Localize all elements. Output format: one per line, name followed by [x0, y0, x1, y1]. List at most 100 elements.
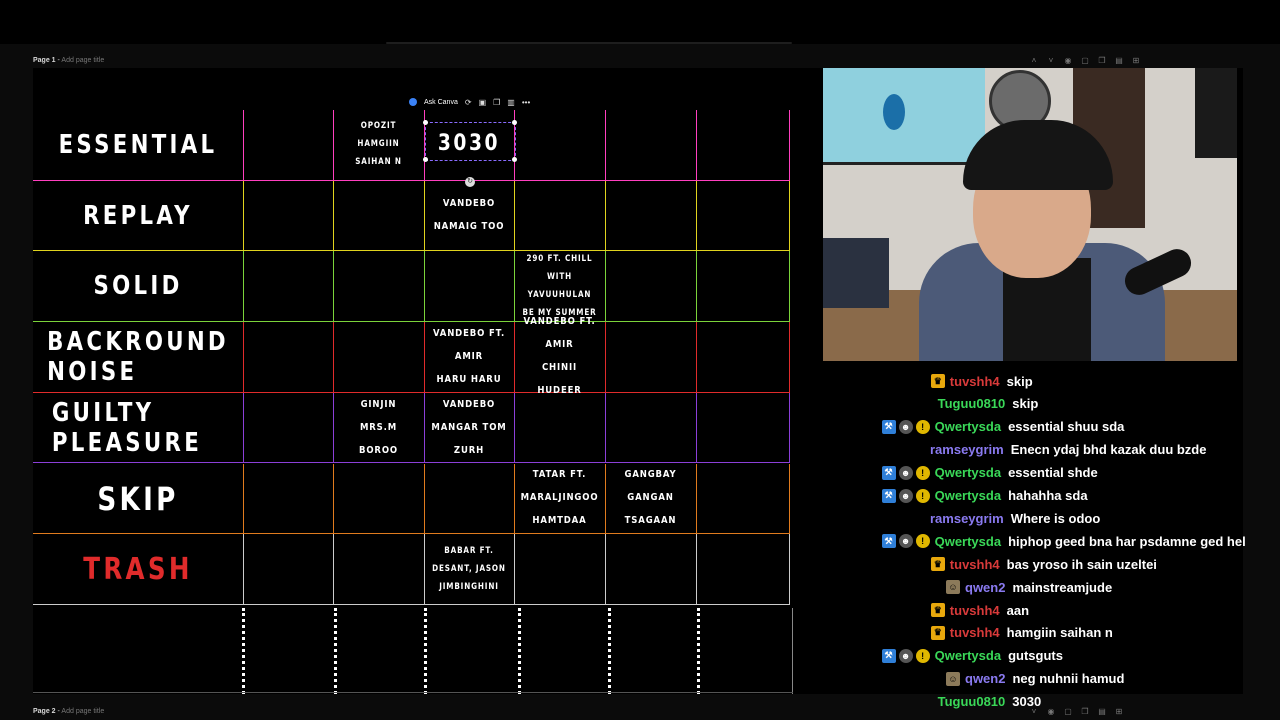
tier-entry-essential-c3[interactable]: 3030 — [437, 131, 501, 157]
tier-entry-guilty-c3[interactable]: VANDEBO MANGAR TOM ZURH — [431, 398, 507, 456]
refresh-icon[interactable]: ⟳ — [464, 97, 472, 107]
bits-badge-icon[interactable]: ! — [915, 465, 930, 480]
page-1-label[interactable]: Page 1 - Add page title — [33, 57, 105, 64]
more-icon[interactable]: ••• — [521, 97, 531, 107]
prime-badge-icon[interactable]: ⚒ — [881, 648, 896, 663]
chat-username[interactable]: ramseygrim — [930, 442, 1004, 458]
prime-badge-icon[interactable]: ⚒ — [881, 419, 896, 434]
page-1-tools: ˄ ˅ ◉ ▢ ❐ ▤ ⊞ — [1030, 56, 1140, 66]
tier-entry-guilty-c2[interactable]: GINJIN MRS.M BOROO — [359, 398, 398, 456]
tier-label-solid[interactable]: SOLID — [93, 271, 183, 302]
bits-badge-icon[interactable]: ! — [915, 534, 930, 549]
tier-cell-divider — [514, 180, 515, 252]
ask-canva-button[interactable]: Ask Canva — [424, 98, 458, 106]
crown-badge-icon[interactable]: ♛ — [930, 625, 945, 640]
add-page-icon[interactable]: ⊞ — [1115, 707, 1123, 716]
sub-badge-icon[interactable]: ☻ — [898, 488, 913, 503]
sub-badge-icon[interactable]: ☻ — [898, 419, 913, 434]
rotate-icon[interactable]: ↻ — [465, 177, 475, 187]
chat-username[interactable]: tuvshh4 — [949, 602, 1000, 618]
resize-handle-tl[interactable] — [423, 120, 428, 125]
sub-badge-icon[interactable]: ☻ — [898, 465, 913, 480]
tier-entry-essential-c2[interactable]: OPOZIT HAMGIIN SAIHAN N — [355, 121, 402, 168]
canvas-bottom-edge — [33, 692, 793, 693]
chat-username[interactable]: qwen2 — [965, 671, 1006, 687]
page-2-label[interactable]: Page 2 - Add page title — [33, 708, 105, 715]
tier-entry-skip-c4[interactable]: TATAR FT. MARALJINGOO HAMTDAA — [520, 469, 599, 527]
add-page-icon[interactable]: ⊞ — [1132, 56, 1140, 65]
tier-entry-noise-c4[interactable]: VANDEBO FT. AMIR CHINII HUDEER — [523, 316, 596, 396]
sub-badge-icon[interactable]: ☻ — [898, 534, 913, 549]
chat-badges: ⚒☻! — [881, 648, 930, 663]
lock-icon[interactable]: ▢ — [1064, 707, 1072, 716]
chat-username[interactable]: tuvshh4 — [949, 373, 1000, 389]
tier-label-essential[interactable]: ESSENTIAL — [58, 130, 218, 160]
top-bar-handle[interactable] — [386, 42, 792, 44]
tier-label-replay[interactable]: REPLAY — [83, 200, 193, 231]
tier-label-guilty[interactable]: GUILTY PLEASURE — [51, 397, 203, 458]
crown-badge-icon[interactable]: ♛ — [930, 374, 945, 388]
tier-cell-divider — [424, 251, 425, 323]
tier-entry-skip-c5[interactable]: GANGBAY GANGAN TSAGAAN — [624, 469, 677, 527]
prime-badge-icon[interactable]: ⚒ — [881, 534, 896, 549]
dotted-divider — [334, 608, 337, 694]
bits-badge-icon[interactable]: ! — [915, 648, 930, 663]
copy-icon[interactable]: ❐ — [493, 97, 501, 107]
avatar-badge-icon[interactable]: ☺ — [946, 580, 960, 595]
lock-icon[interactable]: ▢ — [1081, 56, 1089, 65]
eye-icon[interactable]: ◉ — [1047, 707, 1055, 716]
chat-username[interactable]: Qwertysda — [934, 533, 1002, 549]
resize-handle-br[interactable] — [512, 157, 517, 162]
tier-entry-noise-c3[interactable]: VANDEBO FT. AMIR HARU HARU — [432, 327, 506, 385]
chat-username[interactable]: tuvshh4 — [949, 556, 1000, 572]
eye-icon[interactable]: ◉ — [1064, 56, 1072, 65]
duplicate-icon[interactable]: ❐ — [1081, 707, 1089, 716]
lock-icon[interactable]: ▣ — [478, 97, 487, 107]
delete-icon[interactable]: ▥ — [507, 97, 515, 107]
crown-badge-icon[interactable]: ♛ — [930, 603, 945, 617]
chevron-down-icon[interactable]: ˅ — [1048, 56, 1054, 65]
tier-label-noise[interactable]: BACKROUND NOISE — [47, 327, 229, 388]
page-2-add-title[interactable]: Add page title — [61, 708, 105, 715]
sub-badge-icon[interactable]: ☻ — [898, 648, 913, 663]
page-2-number: Page 2 — [33, 708, 56, 715]
chat-username[interactable]: Qwertysda — [934, 419, 1002, 435]
tier-label-skip[interactable]: SKIP — [97, 479, 179, 518]
crown-badge-icon[interactable]: ♛ — [930, 557, 945, 572]
chat-username[interactable]: Qwertysda — [934, 488, 1002, 503]
trash-icon[interactable]: ▤ — [1098, 707, 1106, 716]
chat-username[interactable]: Qwertysda — [934, 648, 1002, 664]
resize-handle-bl[interactable] — [423, 157, 428, 162]
chat-username[interactable]: tuvshh4 — [949, 625, 1000, 641]
tier-row-divider — [33, 321, 789, 323]
chat-username[interactable]: Tuguu0810 — [937, 396, 1006, 412]
trash-icon[interactable]: ▤ — [1115, 56, 1123, 65]
tier-cell-divider — [243, 392, 244, 464]
avatar-badge-icon[interactable]: ☺ — [946, 671, 960, 686]
tier-cell-divider — [333, 251, 334, 323]
prime-badge-icon[interactable]: ⚒ — [881, 465, 896, 480]
tier-cell-divider — [696, 463, 697, 535]
bits-badge-icon[interactable]: ! — [915, 419, 930, 434]
tier-cell-divider — [243, 180, 244, 252]
page-1-add-title[interactable]: Add page title — [61, 57, 105, 64]
chevron-up-icon[interactable]: ˄ — [1031, 56, 1037, 65]
selection-box[interactable] — [425, 122, 516, 161]
chat-username[interactable]: qwen2 — [965, 579, 1006, 595]
tier-entry-replay-c3[interactable]: VANDEBO NAMAIG TOO — [433, 198, 505, 233]
tier-entry-trash-c3[interactable]: BABAR FT. DESANT, JASON JIMBINGHINI — [432, 545, 506, 592]
resize-handle-tr[interactable] — [512, 120, 517, 125]
chevron-down-icon[interactable]: ˅ — [1031, 707, 1037, 716]
prime-badge-icon[interactable]: ⚒ — [881, 488, 896, 503]
chat-username[interactable]: Qwertysda — [934, 465, 1002, 481]
chat-username[interactable]: ramseygrim — [930, 510, 1004, 526]
duplicate-icon[interactable]: ❐ — [1098, 56, 1106, 65]
dotted-divider — [242, 608, 245, 694]
tier-entry-solid-c4[interactable]: 290 FT. CHILL WITH YAVUUHULAN BE MY SUMM… — [522, 253, 597, 318]
bits-badge-icon[interactable]: ! — [915, 488, 930, 503]
chat-username[interactable]: Tuguu0810 — [937, 694, 1006, 710]
tier-label-trash[interactable]: TRASH — [83, 551, 193, 587]
